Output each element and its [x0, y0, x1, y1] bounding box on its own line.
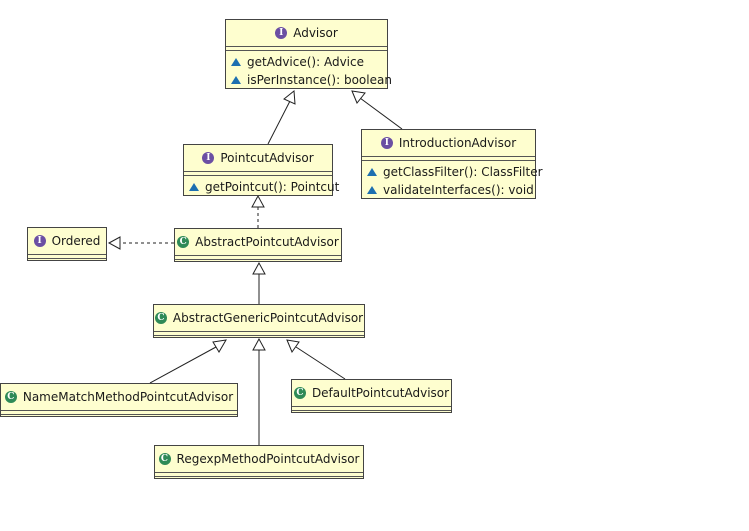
arrowhead-advisor-2 [351, 90, 366, 104]
arrowhead-pointcut-advisor [251, 194, 265, 208]
method-visibility-icon [367, 168, 377, 176]
attributes-compartment [154, 332, 364, 336]
class-icon: C [293, 387, 306, 399]
attributes-compartment [362, 157, 535, 161]
class-icon: C [177, 236, 190, 248]
method-visibility-icon [231, 58, 241, 66]
arrowhead-advisor-1 [283, 90, 296, 105]
method-signature: validateInterfaces(): void [383, 183, 534, 197]
node-header: I Advisor [226, 20, 387, 47]
name-match-method-pointcut-advisor-class-box[interactable]: C NameMatchMethodPointcutAdvisor [0, 383, 238, 417]
arrowhead-abstract-generic-1 [212, 339, 227, 353]
attributes-compartment [184, 172, 332, 176]
regexp-method-pointcut-advisor-class-box[interactable]: C RegexpMethodPointcutAdvisor [154, 445, 364, 479]
node-title: Advisor [293, 26, 338, 40]
methods-compartment: getPointcut(): Pointcut [184, 176, 339, 197]
method-visibility-icon [189, 183, 199, 191]
attributes-compartment [1, 411, 237, 415]
method-row: getClassFilter(): ClassFilter [362, 163, 543, 181]
method-row: validateInterfaces(): void [362, 181, 535, 199]
abstract-generic-pointcut-advisor-class-box[interactable]: C AbstractGenericPointcutAdvisor [153, 304, 365, 338]
node-header: C AbstractGenericPointcutAdvisor [154, 305, 364, 332]
interface-icon: I [275, 27, 288, 39]
attributes-compartment [292, 407, 451, 411]
node-title: Ordered [51, 234, 101, 248]
edge-name-match-to-abstract-generic [149, 346, 217, 384]
method-row: getAdvice(): Advice [226, 53, 387, 71]
attributes-compartment [226, 47, 387, 51]
method-signature: getPointcut(): Pointcut [205, 180, 340, 194]
class-icon: C [4, 391, 17, 403]
node-header: C AbstractPointcutAdvisor [175, 229, 341, 256]
method-row: getPointcut(): Pointcut [184, 178, 339, 196]
method-visibility-icon [367, 186, 377, 194]
node-title: DefaultPointcutAdvisor [311, 386, 450, 400]
node-title: PointcutAdvisor [220, 151, 314, 165]
node-header: C NameMatchMethodPointcutAdvisor [1, 384, 237, 411]
interface-icon: I [380, 137, 393, 149]
node-header: I PointcutAdvisor [184, 145, 332, 172]
edge-pointcut-advisor-to-advisor [267, 100, 291, 145]
edge-introduction-advisor-to-advisor [359, 97, 403, 130]
ordered-interface-box[interactable]: I Ordered [27, 227, 107, 261]
pointcut-advisor-interface-box[interactable]: I PointcutAdvisor getPointcut(): Pointcu… [183, 144, 339, 197]
attributes-compartment [28, 255, 106, 259]
arrowhead-abstract-generic-2 [252, 337, 266, 351]
node-title: NameMatchMethodPointcutAdvisor [22, 390, 234, 404]
node-title: AbstractPointcutAdvisor [195, 235, 339, 249]
method-row: isPerInstance(): boolean [226, 71, 392, 89]
node-header: C DefaultPointcutAdvisor [292, 380, 451, 407]
attributes-compartment [175, 256, 341, 260]
methods-compartment: getAdvice(): Advice isPerInstance(): boo… [226, 51, 392, 90]
arrowhead-abstract-pointcut-advisor [252, 261, 266, 275]
interface-icon: I [202, 152, 215, 164]
arrowhead-abstract-generic-3 [286, 339, 300, 354]
method-signature: isPerInstance(): boolean [247, 73, 392, 87]
advisor-interface-box[interactable]: I Advisor getAdvice(): Advice isPerInsta… [225, 19, 392, 90]
attributes-compartment [155, 473, 363, 477]
arrowhead-ordered [107, 236, 121, 250]
class-icon: C [158, 453, 171, 465]
node-header: I IntroductionAdvisor [362, 130, 535, 157]
node-title: AbstractGenericPointcutAdvisor [172, 311, 364, 325]
method-signature: getClassFilter(): ClassFilter [383, 165, 543, 179]
node-header: C RegexpMethodPointcutAdvisor [155, 446, 363, 473]
default-pointcut-advisor-class-box[interactable]: C DefaultPointcutAdvisor [291, 379, 452, 413]
method-visibility-icon [231, 76, 241, 84]
methods-compartment: getClassFilter(): ClassFilter validateIn… [362, 161, 543, 200]
node-header: I Ordered [28, 228, 106, 255]
abstract-pointcut-advisor-class-box[interactable]: C AbstractPointcutAdvisor [174, 228, 342, 262]
node-title: RegexpMethodPointcutAdvisor [176, 452, 360, 466]
edge-default-to-abstract-generic [295, 346, 346, 380]
node-title: IntroductionAdvisor [398, 136, 517, 150]
method-signature: getAdvice(): Advice [247, 55, 364, 69]
interface-icon: I [33, 235, 46, 247]
introduction-advisor-interface-box[interactable]: I IntroductionAdvisor getClassFilter(): … [361, 129, 543, 200]
class-icon: C [154, 312, 167, 324]
